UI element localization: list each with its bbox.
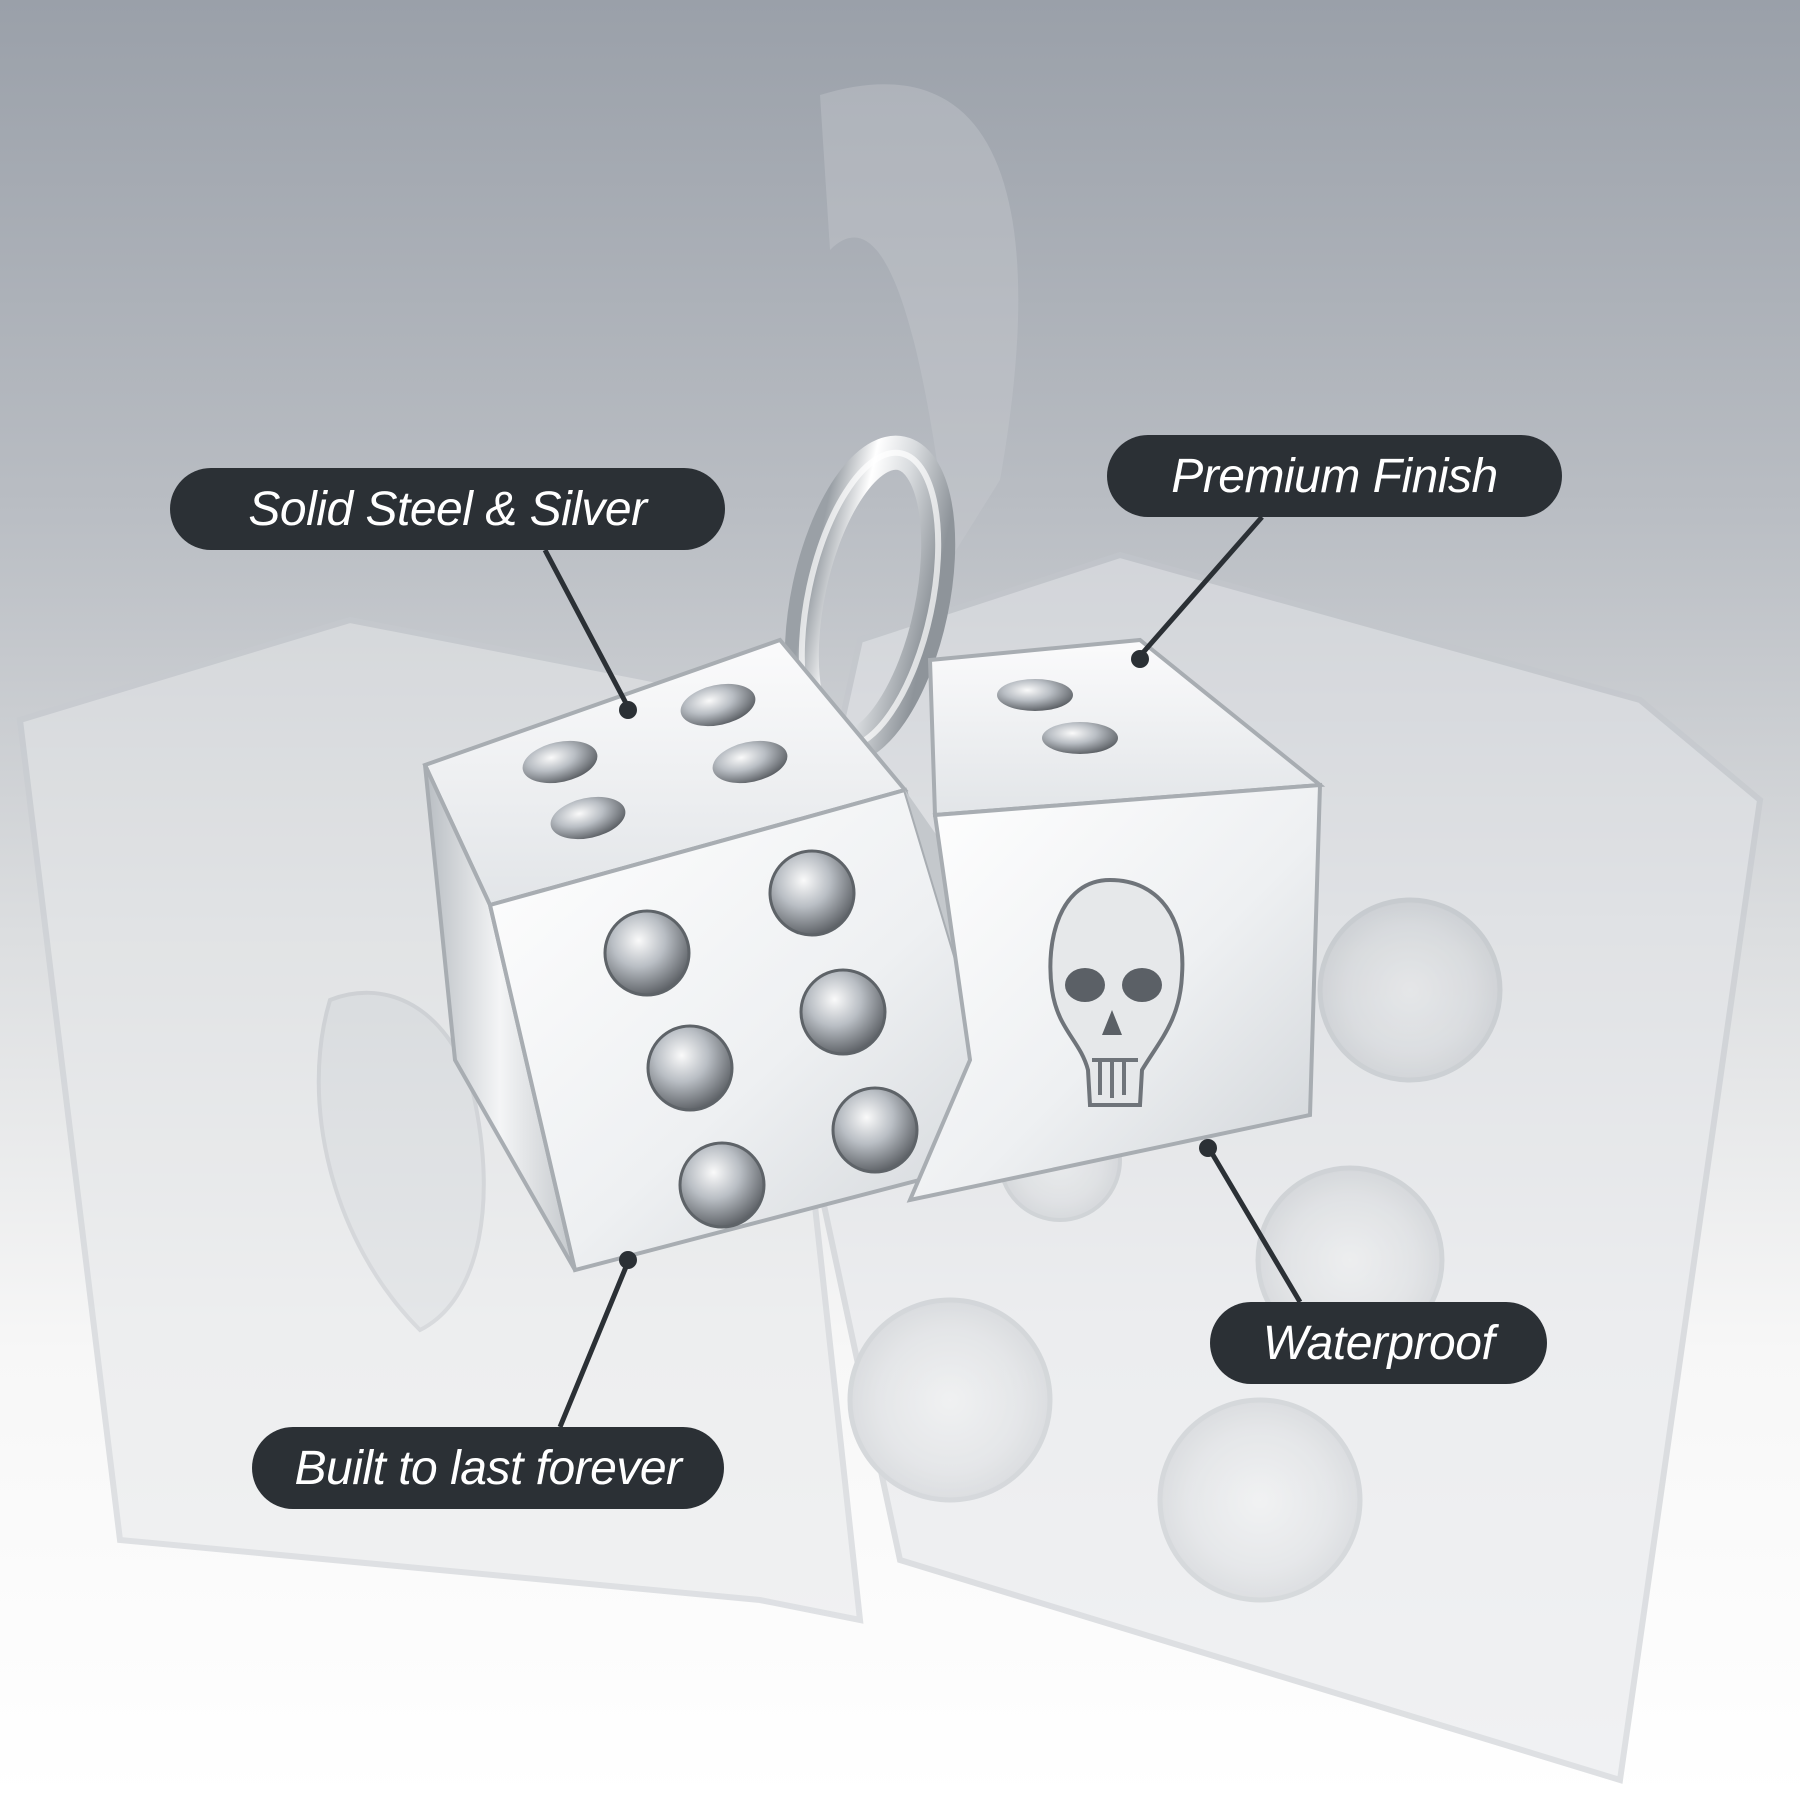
callout-leaders	[542, 515, 1303, 1428]
callout-premium-finish: Premium Finish	[1107, 435, 1562, 517]
skull-icon	[1048, 877, 1185, 1107]
callout-waterproof: Waterproof	[1210, 1302, 1547, 1384]
top-face-pips	[522, 683, 788, 840]
callout-built-to-last: Built to last forever	[252, 1427, 724, 1509]
callout-label: Premium Finish	[1171, 449, 1498, 503]
callout-label: Solid Steel & Silver	[248, 482, 647, 536]
die-six	[422, 637, 1018, 1273]
callout-label: Built to last forever	[294, 1441, 683, 1495]
front-face-pips	[603, 849, 919, 1229]
callout-solid-steel-silver: Solid Steel & Silver	[170, 468, 725, 550]
die-skull	[906, 637, 1326, 1203]
callout-label: Waterproof	[1262, 1316, 1495, 1370]
